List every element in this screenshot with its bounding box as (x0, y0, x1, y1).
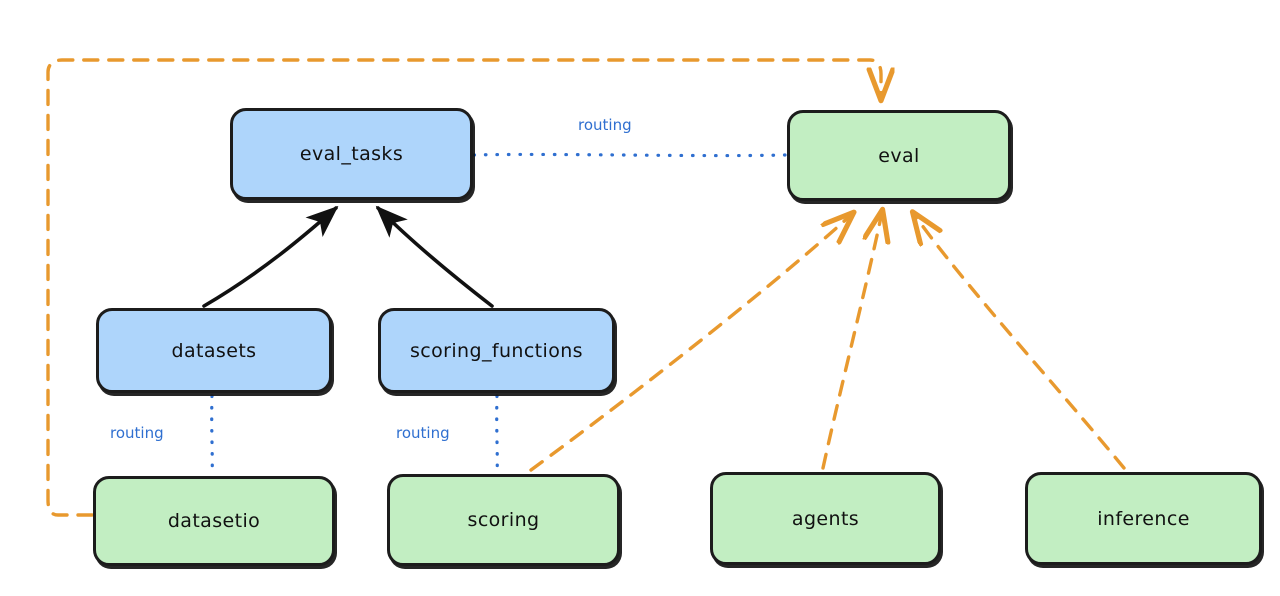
node-datasetio[interactable]: datasetio (93, 476, 335, 566)
node-eval[interactable]: eval (787, 110, 1011, 201)
edge-label-routing-scoring-functions: routing (396, 424, 450, 442)
node-label: scoring (467, 509, 540, 531)
edge-eval-tasks-to-eval (472, 152, 787, 158)
node-datasets[interactable]: datasets (96, 308, 332, 393)
node-eval-tasks[interactable]: eval_tasks (230, 108, 473, 200)
node-scoring-functions[interactable]: scoring_functions (378, 308, 615, 393)
node-scoring[interactable]: scoring (387, 474, 620, 566)
node-label: eval_tasks (299, 143, 404, 165)
node-label: scoring_functions (410, 339, 583, 362)
node-label: eval (878, 144, 920, 167)
node-label: datasets (171, 339, 257, 362)
edge-inference-to-eval (914, 214, 1126, 470)
edge-datasets-to-eval-tasks (202, 205, 339, 308)
node-label: inference (1097, 507, 1190, 530)
node-label: datasetio (167, 510, 261, 532)
edge-agents-to-eval (821, 212, 882, 470)
edge-scoring-functions-to-eval-tasks (375, 205, 494, 308)
edge-datasets-to-datasetio (210, 394, 214, 476)
edge-label-routing-datasets: routing (110, 424, 164, 442)
node-inference[interactable]: inference (1025, 472, 1262, 565)
node-label: agents (791, 507, 860, 530)
edge-label-routing-eval-tasks: routing (578, 116, 632, 134)
node-agents[interactable]: agents (710, 472, 941, 565)
edge-scoring-functions-to-scoring (495, 394, 499, 474)
